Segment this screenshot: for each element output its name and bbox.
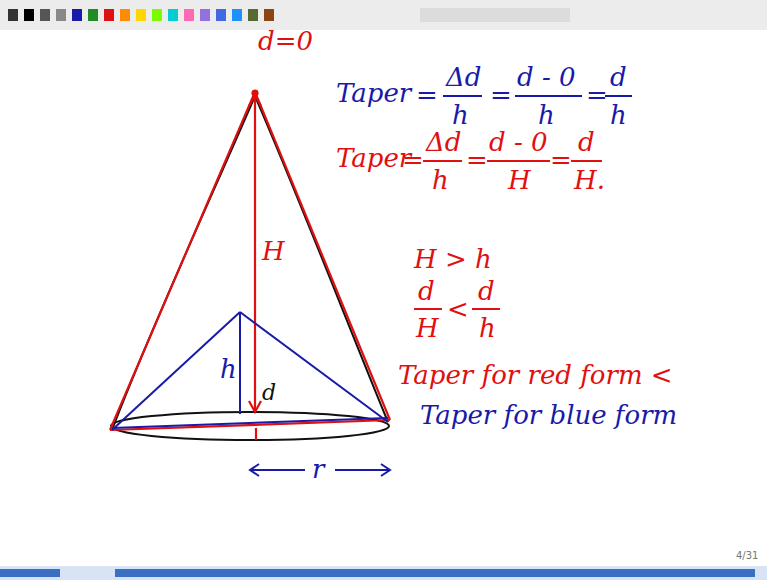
note-label: 4/31	[736, 550, 758, 562]
red-cone	[110, 91, 390, 441]
note-label: h	[538, 100, 555, 130]
note-label: d	[418, 276, 435, 306]
note-label: Taper for blue form	[420, 400, 677, 430]
note-label: r	[312, 454, 324, 484]
note-label: h	[610, 100, 627, 130]
note-label: Taper	[336, 78, 411, 108]
blue-cone	[112, 312, 390, 476]
note-label: h	[432, 165, 449, 195]
note-label: d - 0	[517, 62, 576, 92]
note-label: h	[220, 354, 237, 384]
note-label: Δd	[446, 62, 481, 92]
note-label: d=0	[258, 26, 313, 56]
note-label: d	[262, 380, 276, 405]
note-label: H	[262, 236, 285, 266]
fraction-bars	[414, 96, 632, 309]
note-label: =	[416, 80, 438, 110]
toolbar-swatches	[8, 8, 570, 22]
note-label: Taper	[336, 143, 411, 173]
note-label: d - 0	[489, 127, 548, 157]
status-bar	[0, 566, 767, 580]
note-label: d	[478, 276, 495, 306]
note-label: =	[550, 145, 572, 175]
note-label: =	[490, 80, 512, 110]
toolbar	[0, 0, 767, 30]
note-label: H > h	[414, 244, 492, 274]
note-label: d	[578, 127, 595, 157]
note-label: H	[508, 165, 531, 195]
note-label: h	[479, 313, 496, 343]
note-label: H	[416, 313, 439, 343]
note-label: h	[452, 100, 469, 130]
note-label: Δd	[426, 127, 461, 157]
note-label: <	[447, 294, 469, 324]
note-label: H.	[574, 165, 605, 195]
note-label: Taper for red form <	[398, 360, 673, 390]
note-label: =	[402, 145, 424, 175]
note-label: =	[466, 145, 488, 175]
note-label: d	[610, 62, 627, 92]
note-label: =	[586, 80, 608, 110]
